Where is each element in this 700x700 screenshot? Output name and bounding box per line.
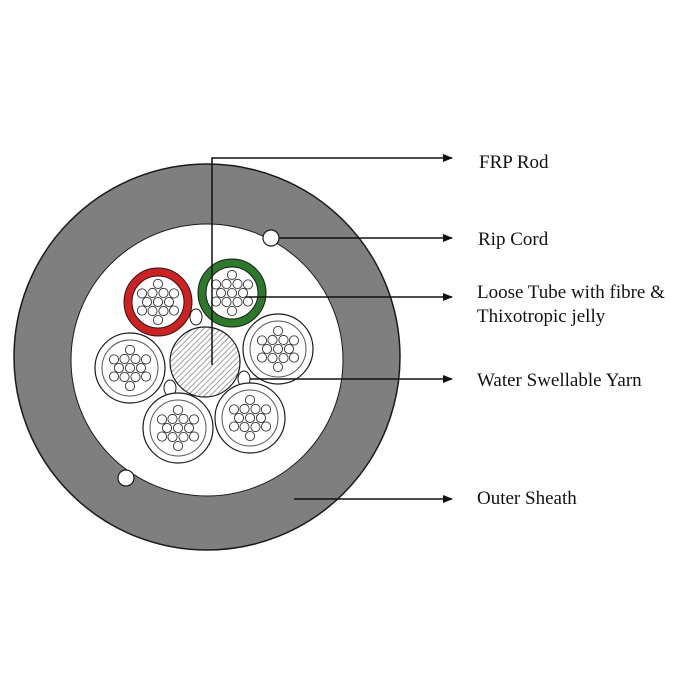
optical-fibre xyxy=(158,305,169,317)
label-frp-rod: FRP Rod xyxy=(479,152,549,173)
optical-fibre xyxy=(278,352,289,364)
optical-fibre xyxy=(172,404,184,416)
optical-fibre xyxy=(239,421,250,433)
optical-fibre xyxy=(152,296,164,308)
optical-fibre xyxy=(167,413,178,425)
optical-fibre xyxy=(178,431,189,443)
optical-fibre xyxy=(244,394,256,406)
optical-fibre xyxy=(108,371,120,382)
rip-cord-top xyxy=(262,229,280,247)
optical-fibre xyxy=(244,430,256,442)
optical-fibre xyxy=(232,278,243,290)
optical-fibre xyxy=(140,371,152,382)
optical-fibre xyxy=(272,325,284,337)
label-water-swellable-yarn: Water Swellable Yarn xyxy=(477,370,642,391)
optical-fibre xyxy=(124,362,136,374)
optical-fibre xyxy=(168,305,180,316)
water-swellable-yarn xyxy=(189,308,203,326)
optical-fibre xyxy=(237,287,249,299)
optical-fibre xyxy=(108,354,120,365)
optical-fibre xyxy=(167,431,178,443)
optical-fibre xyxy=(161,422,173,434)
optical-fibre xyxy=(232,296,243,308)
optical-fibre xyxy=(178,413,189,425)
optical-fibre xyxy=(242,279,254,290)
optical-fibre xyxy=(226,305,238,317)
optical-fibre xyxy=(250,421,261,433)
label-loose-tube-line1: Loose Tube with fibre & xyxy=(477,282,665,303)
optical-fibre xyxy=(221,278,232,290)
optical-fibre xyxy=(210,279,222,290)
optical-fibre xyxy=(256,352,268,363)
optical-fibre xyxy=(152,314,164,326)
optical-fibre xyxy=(130,353,141,365)
optical-fibre xyxy=(244,412,256,424)
optical-fibre xyxy=(147,305,158,317)
loose-tube-right xyxy=(242,313,314,385)
optical-fibre xyxy=(140,354,152,365)
optical-fibre xyxy=(136,305,148,316)
optical-fibre xyxy=(233,412,245,424)
optical-fibre xyxy=(141,296,153,308)
optical-fibre xyxy=(188,431,200,442)
optical-fibre xyxy=(226,287,238,299)
optical-fibre xyxy=(124,380,136,392)
optical-fibre xyxy=(256,335,268,346)
optical-fibre xyxy=(152,278,164,290)
optical-fibre xyxy=(255,412,267,424)
optical-fibre xyxy=(267,352,278,364)
optical-fibre xyxy=(119,353,130,365)
optical-fibre xyxy=(242,296,254,307)
optical-fibre xyxy=(147,287,158,299)
optical-fibre xyxy=(124,344,136,356)
rip-cord-bottom xyxy=(117,469,135,487)
optical-fibre xyxy=(260,421,272,432)
optical-fibre xyxy=(210,296,222,307)
optical-fibre xyxy=(163,296,175,308)
optical-fibre xyxy=(158,287,169,299)
optical-fibre xyxy=(119,371,130,383)
optical-fibre xyxy=(288,335,300,346)
leader-frp-rod xyxy=(211,154,453,365)
optical-fibre xyxy=(215,287,227,299)
optical-fibre xyxy=(183,422,195,434)
loose-tube-bottom-left xyxy=(142,392,214,464)
loose-tube-bottom-right xyxy=(214,382,286,454)
loose-tube-left xyxy=(94,332,166,404)
optical-fibre xyxy=(156,431,168,442)
optical-fibre xyxy=(272,361,284,373)
label-rip-cord: Rip Cord xyxy=(478,229,549,250)
optical-fibre xyxy=(261,343,273,355)
optical-fibre xyxy=(130,371,141,383)
optical-fibre xyxy=(267,334,278,346)
frp-rod xyxy=(169,326,241,398)
optical-fibre xyxy=(136,288,148,299)
label-loose-tube-line2: Thixotropic jelly xyxy=(477,306,606,327)
optical-fibre xyxy=(288,352,300,363)
optical-fibre xyxy=(283,343,295,355)
label-outer-sheath: Outer Sheath xyxy=(477,488,577,509)
optical-fibre xyxy=(260,404,272,415)
optical-fibre xyxy=(228,404,240,415)
loose-tube-red xyxy=(123,267,193,337)
optical-fibre xyxy=(168,288,180,299)
optical-fibre xyxy=(272,343,284,355)
optical-fibre xyxy=(156,414,168,425)
loose-tube-green xyxy=(197,258,267,328)
optical-fibre xyxy=(226,269,238,281)
optical-fibre xyxy=(228,421,240,432)
optical-fibre xyxy=(172,422,184,434)
optical-fibre xyxy=(278,334,289,346)
optical-fibre xyxy=(221,296,232,308)
optical-fibre xyxy=(172,440,184,452)
optical-fibre xyxy=(135,362,147,374)
optical-fibre xyxy=(239,403,250,415)
optical-fibre xyxy=(250,403,261,415)
optical-fibre xyxy=(113,362,125,374)
optical-fibre xyxy=(188,414,200,425)
